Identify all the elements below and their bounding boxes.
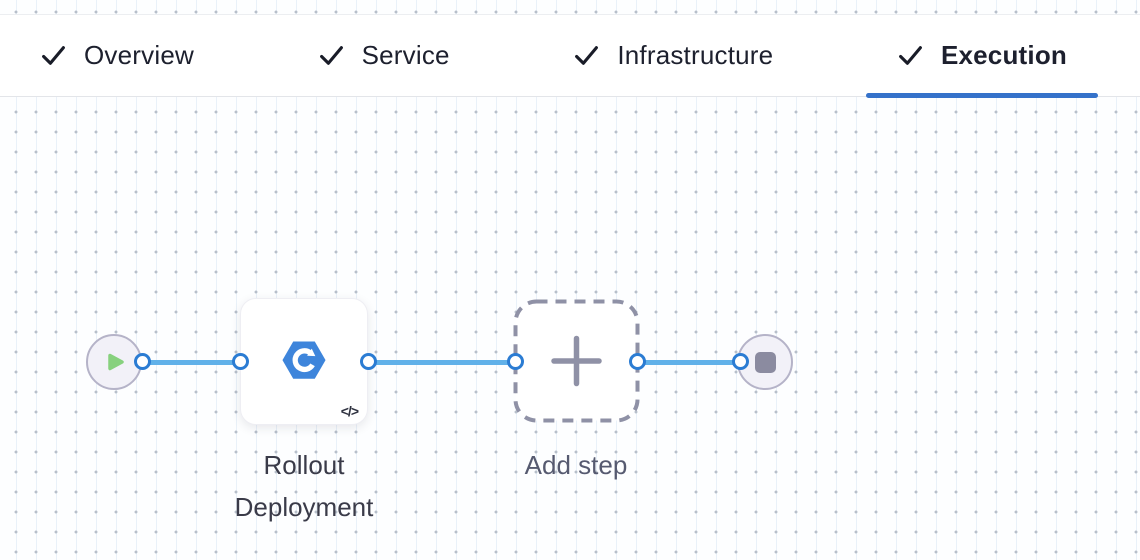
edge-start-to-step xyxy=(142,360,240,365)
tab-infrastructure[interactable]: Infrastructure xyxy=(542,15,804,96)
check-icon xyxy=(42,46,65,65)
port-addstep-in[interactable] xyxy=(507,353,524,370)
check-icon xyxy=(319,46,343,65)
port-addstep-out[interactable] xyxy=(629,353,646,370)
code-badge: </> xyxy=(340,403,359,419)
plus-icon xyxy=(551,335,602,387)
step-node-rollout-deployment[interactable]: </> xyxy=(240,298,368,425)
port-step-in[interactable] xyxy=(232,353,249,370)
port-start-out[interactable] xyxy=(134,353,151,370)
tab-service[interactable]: Service xyxy=(287,15,481,96)
play-icon xyxy=(108,353,124,371)
tab-execution[interactable]: Execution xyxy=(865,15,1099,98)
stage-tabbar: Overview Service Infrastructure Executio… xyxy=(0,14,1140,98)
tab-execution-label: Execution xyxy=(940,40,1067,70)
tab-overview-label: Overview xyxy=(84,40,194,70)
check-icon xyxy=(575,46,599,65)
rollout-deployment-icon xyxy=(282,341,326,379)
check-icon xyxy=(899,46,922,65)
port-step-out[interactable] xyxy=(360,353,377,370)
edge-addstep-to-end xyxy=(637,360,740,365)
add-step-label: Add step xyxy=(524,450,628,480)
tab-service-label: Service xyxy=(361,40,450,70)
add-step-node[interactable] xyxy=(513,299,640,423)
tab-infrastructure-label: Infrastructure xyxy=(617,40,774,70)
edge-step-to-addstep xyxy=(368,360,515,365)
stop-icon xyxy=(754,351,776,373)
port-end-in[interactable] xyxy=(732,353,749,370)
step-node-label: Rollout Deployment xyxy=(234,450,374,522)
tab-overview[interactable]: Overview xyxy=(9,15,225,96)
